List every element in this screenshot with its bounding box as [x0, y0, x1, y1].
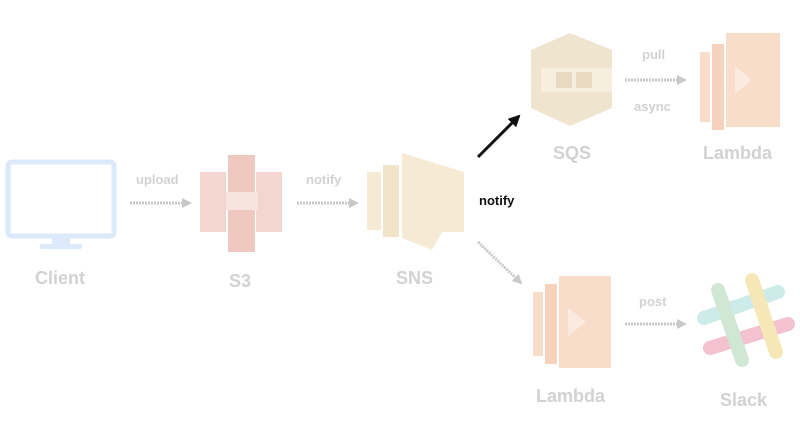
client-label: Client: [35, 268, 86, 288]
notify-sns-sqs-arrow: [476, 114, 521, 159]
s3-bucket-icon: [200, 155, 282, 252]
sqs-queue-icon: [531, 33, 612, 126]
notify-sns-lambda-arrow: [476, 240, 523, 285]
sns-label: SNS: [396, 268, 434, 288]
client-monitor-icon: [5, 159, 117, 249]
lambda-async-icon: [700, 33, 780, 130]
lambda-post-label: Lambda: [536, 386, 606, 406]
async-label: async: [634, 99, 671, 114]
slack-label: Slack: [720, 390, 768, 410]
slack-logo-icon: [697, 273, 795, 367]
notify-sns-sqs-label: notify: [479, 193, 515, 208]
s3-label: S3: [229, 271, 252, 291]
pull-label: pull: [642, 47, 666, 62]
lambda-post-icon: [533, 276, 611, 368]
notify-s3-sns-label: notify: [306, 172, 342, 187]
sqs-label: SQS: [553, 143, 592, 163]
lambda-async-label: Lambda: [703, 143, 773, 163]
post-label: post: [639, 294, 667, 309]
sns-topic-icon: [367, 153, 464, 250]
upload-label: upload: [136, 172, 179, 187]
